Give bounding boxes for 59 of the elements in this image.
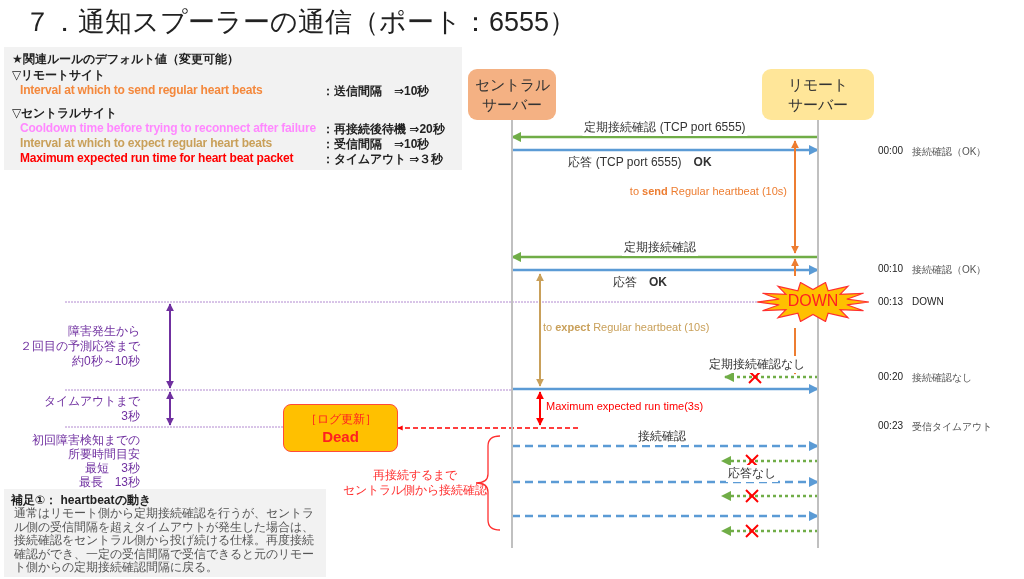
page-title: ７．通知スプーラーの通信（ポート：6555）: [24, 6, 577, 39]
side-note: 所要時間目安: [68, 446, 140, 462]
panel-text: ▽セントラルサイト: [12, 105, 118, 122]
timeline-note: 受信タイムアウト: [912, 420, 992, 434]
edge-label: 定期接続確認なし: [707, 356, 807, 373]
time-label: 00:13: [878, 296, 904, 307]
panel-text: Maximum expected run time for heart beat packet: [20, 151, 294, 165]
timeline-note: 接続確認なし: [912, 371, 972, 385]
side-note: 約0秒～10秒: [71, 353, 140, 370]
burst-label: DOWN: [786, 292, 840, 310]
annotation-text: to expect Regular heartbeat (10s): [543, 321, 710, 333]
side-note: 3秒: [121, 408, 140, 425]
side-note: 再接続するまで: [373, 467, 457, 484]
server-box: リモートサーバー: [762, 69, 874, 120]
arrow: [510, 251, 818, 263]
panel-text: ：タイムアウト ⇒３秒: [322, 151, 444, 168]
arrow: [397, 425, 579, 431]
side-note: セントラル側から接続確認: [343, 482, 487, 499]
status-box: ［ログ更新］ Dead: [283, 404, 398, 452]
panel-text: Interval at which to send regular heart beats: [20, 83, 263, 97]
side-note: 最長 13秒: [78, 474, 140, 491]
annotation-text: to send Regular heartbeat (10s): [629, 185, 787, 197]
panel-text: Cooldown time before trying to reconnect after failure: [20, 121, 316, 135]
edge-label: 応答なし: [726, 465, 778, 482]
panel-text: ★関連ルールのデフォルト値（変更可能）: [12, 51, 239, 68]
arrow: [720, 490, 818, 502]
arrow: [512, 264, 820, 276]
arrow: [510, 131, 818, 143]
edge-label: 定期接続確認 (TCP port 6555): [582, 119, 748, 136]
panel-text: Interval at which to expect regular heart beats: [20, 136, 273, 150]
side-note: 障害発生から: [68, 323, 140, 340]
panel-text: ：受信間隔 ⇒10秒: [322, 136, 430, 153]
side-note: タイムアウトまで: [44, 393, 140, 410]
edge-label: 応答 OK: [611, 274, 669, 291]
side-note: ２回目の予測応答まで: [20, 338, 140, 355]
arrow: [512, 440, 820, 452]
timeline-note: DOWN: [912, 296, 944, 307]
timeline-note: 接続確認（OK）: [912, 263, 987, 277]
arrow: [720, 455, 818, 467]
edge-label: 接続確認: [636, 428, 688, 445]
arrow: [723, 371, 818, 383]
arrow: [720, 525, 818, 537]
panel-text: ▽リモートサイト: [12, 67, 106, 84]
note-heading: 補足①： heartbeatの動き: [11, 492, 151, 507]
time-label: 00:10: [878, 263, 904, 274]
arrow: [512, 383, 820, 395]
panel-text: ：再接続後待機 ⇒20秒: [322, 121, 445, 137]
arrow: [512, 144, 820, 156]
arrow: [512, 510, 820, 522]
arrow: [512, 476, 820, 488]
edge-label: 応答 (TCP port 6555) OK: [566, 154, 714, 171]
side-note: 最短 3秒: [85, 460, 140, 476]
server-box: セントラルサーバー: [468, 69, 556, 120]
panel-text: ：送信間隔 ⇒10秒: [322, 83, 430, 100]
note-text: 通常はリモート側から定期接続確認を行うが、セントラル側の受信間隔を超えタイムアウトが発生した場合は、接続確認をセントラル側から投げ続ける仕様。再度接続確認ができ、一定の受信間隔で受信できると元のリモート側からの定期接続確認間隔に戻る。: [14, 507, 315, 575]
edge-label: 定期接続確認: [622, 239, 698, 256]
annotation-text: Maximum expected run time(3s): [546, 400, 704, 412]
side-note: 初回障害検知までの: [32, 432, 140, 448]
timeline-note: 接続確認（OK）: [912, 145, 987, 159]
